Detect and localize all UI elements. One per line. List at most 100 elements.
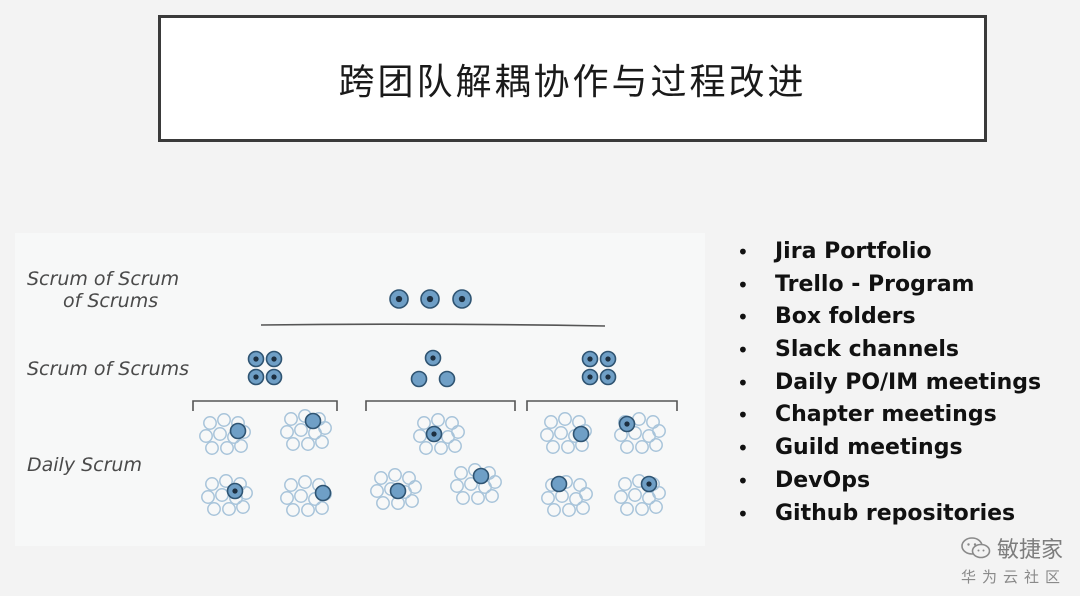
member-node — [649, 500, 663, 514]
member-node — [464, 477, 478, 491]
member-node — [294, 423, 308, 437]
level-label-top-1: Scrum of Scrum — [27, 268, 179, 290]
member-node — [540, 428, 554, 442]
tooling-item: • DevOps — [735, 465, 1041, 498]
tooling-item-label: Slack channels — [775, 337, 959, 363]
member-node — [301, 503, 315, 517]
member-node — [541, 491, 555, 505]
member-node — [294, 489, 308, 503]
member-node — [201, 490, 215, 504]
member-node — [646, 415, 660, 429]
member-node — [301, 437, 315, 451]
member-node — [562, 503, 576, 517]
tooling-item: • Github repositories — [735, 498, 1041, 531]
tooling-item-label: Daily PO/IM meetings — [775, 369, 1042, 395]
member-node — [471, 491, 485, 505]
level-label-middle: Scrum of Scrums — [27, 358, 189, 380]
title-box: 跨团队解耦协作与过程改进 — [158, 15, 987, 142]
member-node — [628, 426, 642, 440]
member-node — [544, 415, 558, 429]
tooling-item-label: Chapter meetings — [775, 402, 997, 428]
member-node — [220, 441, 234, 455]
slide-title: 跨团队解耦协作与过程改进 — [338, 61, 807, 103]
member-node — [488, 475, 502, 489]
member-node — [434, 441, 448, 455]
tooling-item: • Chapter meetings — [735, 399, 1041, 432]
watermark-brand: 敏捷家 — [961, 532, 1066, 564]
member-node — [408, 480, 422, 494]
member-node — [573, 478, 587, 492]
team-bracket — [526, 400, 678, 411]
member-node — [620, 440, 634, 454]
bullet-dot: • — [737, 305, 749, 330]
member-node — [388, 468, 402, 482]
member-node — [215, 488, 229, 502]
member-node — [554, 426, 568, 440]
bullet-dot: • — [737, 370, 749, 395]
bullet-dot: • — [737, 468, 749, 493]
tooling-item: • Daily PO/IM meetings — [735, 367, 1041, 400]
member-node — [445, 416, 459, 430]
team-bracket — [365, 400, 516, 411]
member-node — [236, 500, 250, 514]
member-node — [614, 490, 628, 504]
member-node — [315, 435, 329, 449]
lead-node — [550, 475, 568, 493]
lead-node — [304, 412, 322, 430]
connector-lines — [192, 323, 678, 411]
member-node — [450, 479, 464, 493]
member-node — [652, 486, 666, 500]
lead-node — [425, 425, 443, 443]
member-node — [280, 491, 294, 505]
member-node — [376, 496, 390, 510]
lead-node — [640, 475, 658, 493]
member-node — [286, 437, 300, 451]
team-nodes — [199, 289, 666, 517]
member-node — [620, 502, 634, 516]
tooling-item: • Guild meetings — [735, 432, 1041, 465]
lead-node — [599, 368, 617, 386]
bullet-dot: • — [737, 403, 749, 428]
tooling-item-label: Github repositories — [775, 500, 1016, 526]
member-node — [284, 478, 298, 492]
watermark-subtitle: 华为云社区 — [960, 568, 1066, 586]
member-node — [217, 413, 231, 427]
tooling-item-label: Guild meetings — [775, 435, 963, 461]
lead-node — [226, 482, 244, 500]
member-node — [649, 438, 663, 452]
top-line — [260, 323, 606, 327]
bullet-dot: • — [737, 436, 749, 461]
lead-node — [572, 425, 590, 443]
lead-node — [247, 368, 265, 386]
member-node — [405, 494, 419, 508]
lead-node — [229, 422, 247, 440]
member-node — [284, 412, 298, 426]
scrum-of-scrums-diagram: Scrum of Scrum of Scrums Scrum of Scrums… — [15, 233, 705, 546]
member-node — [579, 487, 593, 501]
tooling-item-label: Jira Portfolio — [775, 239, 932, 264]
member-node — [318, 421, 332, 435]
bullet-dot: • — [737, 501, 749, 526]
member-node — [219, 474, 233, 488]
member-node — [652, 424, 666, 438]
lead-node — [618, 415, 636, 433]
member-node — [402, 471, 416, 485]
member-node — [199, 429, 213, 443]
tooling-item-label: DevOps — [775, 467, 871, 493]
lead-node — [247, 350, 265, 368]
member-node — [205, 441, 219, 455]
member-node — [315, 501, 329, 515]
member-node — [558, 412, 572, 426]
tooling-item: •Box folders — [735, 301, 1041, 334]
lead-node — [410, 370, 428, 388]
member-node — [280, 425, 294, 439]
member-node — [417, 416, 431, 430]
lead-node — [599, 350, 617, 368]
member-node — [546, 440, 560, 454]
watermark: 敏捷家 华为云社区 — [961, 532, 1066, 587]
lead-node — [389, 482, 407, 500]
tooling-item: •Jira Portfolio — [735, 236, 1041, 269]
member-node — [213, 427, 227, 441]
member-node — [234, 439, 248, 453]
bullet-dot: • — [737, 338, 749, 363]
